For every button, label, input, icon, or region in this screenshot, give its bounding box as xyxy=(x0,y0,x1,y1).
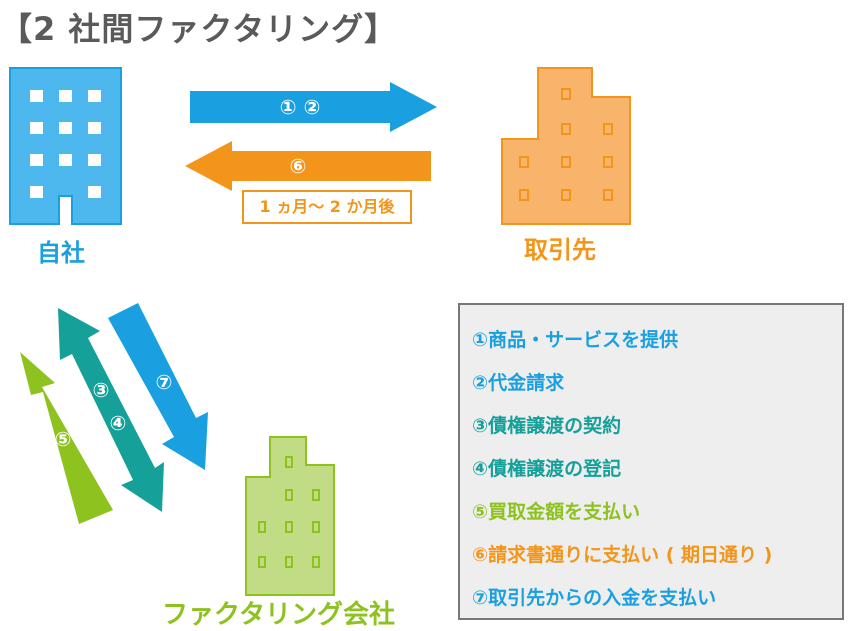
arrow-1-2-label: ① ② xyxy=(280,95,321,119)
arrow-7 xyxy=(108,303,208,470)
legend-item-7: ⑦取引先からの入金を支払い xyxy=(472,587,717,609)
partner-building-icon xyxy=(501,67,631,225)
arrow-6 xyxy=(185,141,431,191)
self-label: 自社 xyxy=(37,239,85,267)
legend-item-4: ④債権譲渡の登記 xyxy=(472,458,622,480)
arrow-4-label: ④ xyxy=(110,411,127,435)
arrow-5 xyxy=(20,352,113,524)
timing-note: 1 ヵ月〜 2 か月後 xyxy=(242,190,412,224)
partner-label: 取引先 xyxy=(524,236,596,264)
arrow-5-label: ⑤ xyxy=(55,427,72,451)
arrow-7-label: ⑦ xyxy=(156,370,173,394)
self-building-icon xyxy=(9,67,122,225)
legend-item-5: ⑤買取金額を支払い xyxy=(472,501,641,523)
legend-item-3: ③債権譲渡の契約 xyxy=(472,415,622,437)
arrow-3-label: ③ xyxy=(93,378,110,402)
page-title: 【2 社間ファクタリング】 xyxy=(0,10,398,48)
legend-item-6: ⑥請求書通りに支払い ( 期日通り ) xyxy=(472,544,773,566)
legend-item-2: ②代金請求 xyxy=(472,372,565,394)
legend-item-1: ①商品・サービスを提供 xyxy=(472,329,679,351)
legend-box: ①商品・サービスを提供 ②代金請求 ③債権譲渡の契約 ④債権譲渡の登記 ⑤買取金… xyxy=(458,303,844,620)
arrow-1-2 xyxy=(190,82,437,132)
arrow-3-4 xyxy=(58,308,164,512)
factor-label: ファクタリング会社 xyxy=(162,600,395,630)
arrow-6-label: ⑥ xyxy=(290,154,307,178)
factor-building-icon xyxy=(245,436,335,596)
